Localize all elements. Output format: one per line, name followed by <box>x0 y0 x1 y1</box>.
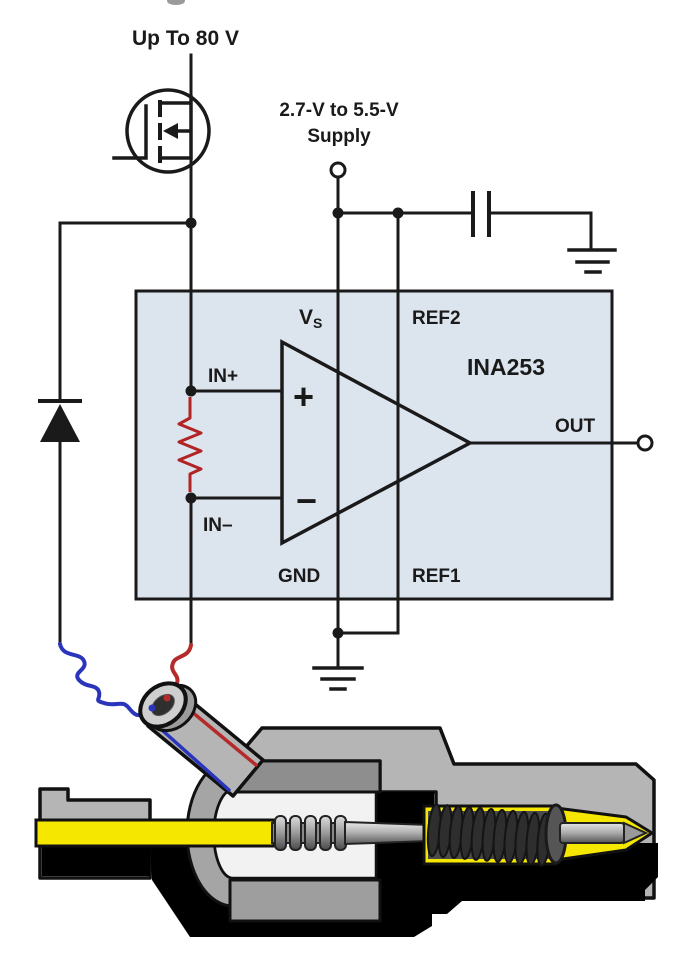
pin-label-gnd: GND <box>278 566 320 587</box>
supply-label-line1: 2.7-V to 5.5-V <box>279 100 399 121</box>
pin-label-vs: VS <box>299 306 322 331</box>
opamp-minus-sign: − <box>296 480 317 521</box>
vs-sub: S <box>313 315 322 331</box>
plug-heater-rod <box>34 818 276 848</box>
vs-main: V <box>299 306 313 329</box>
plug-flange-shadow <box>42 846 150 876</box>
electrode-rib <box>274 815 287 851</box>
plug-electrode <box>271 815 431 851</box>
mosfet-body-circle <box>125 88 211 174</box>
junction-dot-gnd <box>332 627 344 639</box>
electrode-rib <box>319 815 332 851</box>
capacitor-symbol <box>471 191 491 237</box>
tip-pin-cone <box>623 821 649 845</box>
electrode-rib <box>289 815 302 851</box>
ground-symbol-bottom <box>312 666 364 691</box>
junction-dot-ref2 <box>392 207 404 219</box>
glow-plug-illustration <box>34 642 658 937</box>
mosfet-gate <box>112 104 148 160</box>
mosfet-leads <box>160 95 193 160</box>
mosfet-arrow <box>163 123 178 139</box>
top-edge-artifact <box>167 0 185 5</box>
cap-red-contact <box>163 694 171 702</box>
opamp-plus-sign: + <box>293 376 314 417</box>
cap-blue-contact <box>148 704 156 712</box>
pin-label-in-minus: IN– <box>203 515 233 536</box>
thread-coils <box>426 803 552 867</box>
supply-terminal <box>329 161 347 179</box>
pin-label-ref2: REF2 <box>412 308 461 329</box>
junction-dot-supply <box>332 207 344 219</box>
ground-bars-right <box>567 248 617 274</box>
output-terminal <box>636 434 654 452</box>
diode-triangle <box>40 404 80 442</box>
opamp-triangle <box>280 339 474 546</box>
plug-cut-surface-bottom <box>228 878 382 923</box>
rail-voltage-label: Up To 80 V <box>132 27 239 50</box>
electrode-shaft <box>344 820 431 846</box>
tip-pin <box>559 822 625 844</box>
blue-wire <box>58 642 149 718</box>
plug-thread-section <box>422 803 654 867</box>
blue-wire-stripe <box>151 720 231 792</box>
ground-bars-bottom <box>312 666 364 691</box>
plug-connector-cap <box>138 681 198 733</box>
ground-symbol-right <box>567 248 617 274</box>
pin-label-ref1: REF1 <box>412 566 461 587</box>
chip-outline <box>134 289 614 601</box>
mosfet-symbol <box>112 53 211 225</box>
supply-label-line2: Supply <box>307 126 371 147</box>
chip-name-label: INA253 <box>467 354 545 380</box>
diode-symbol <box>38 399 82 442</box>
shunt-resistor <box>177 397 203 492</box>
pin-label-out: OUT <box>555 416 596 437</box>
electrode-rib <box>304 815 317 851</box>
pin-label-in-plus: IN+ <box>208 366 238 387</box>
junction-dot-in-plus <box>185 385 197 397</box>
capacitor-plates <box>471 191 491 237</box>
capacitor-ground-wire <box>487 211 593 251</box>
